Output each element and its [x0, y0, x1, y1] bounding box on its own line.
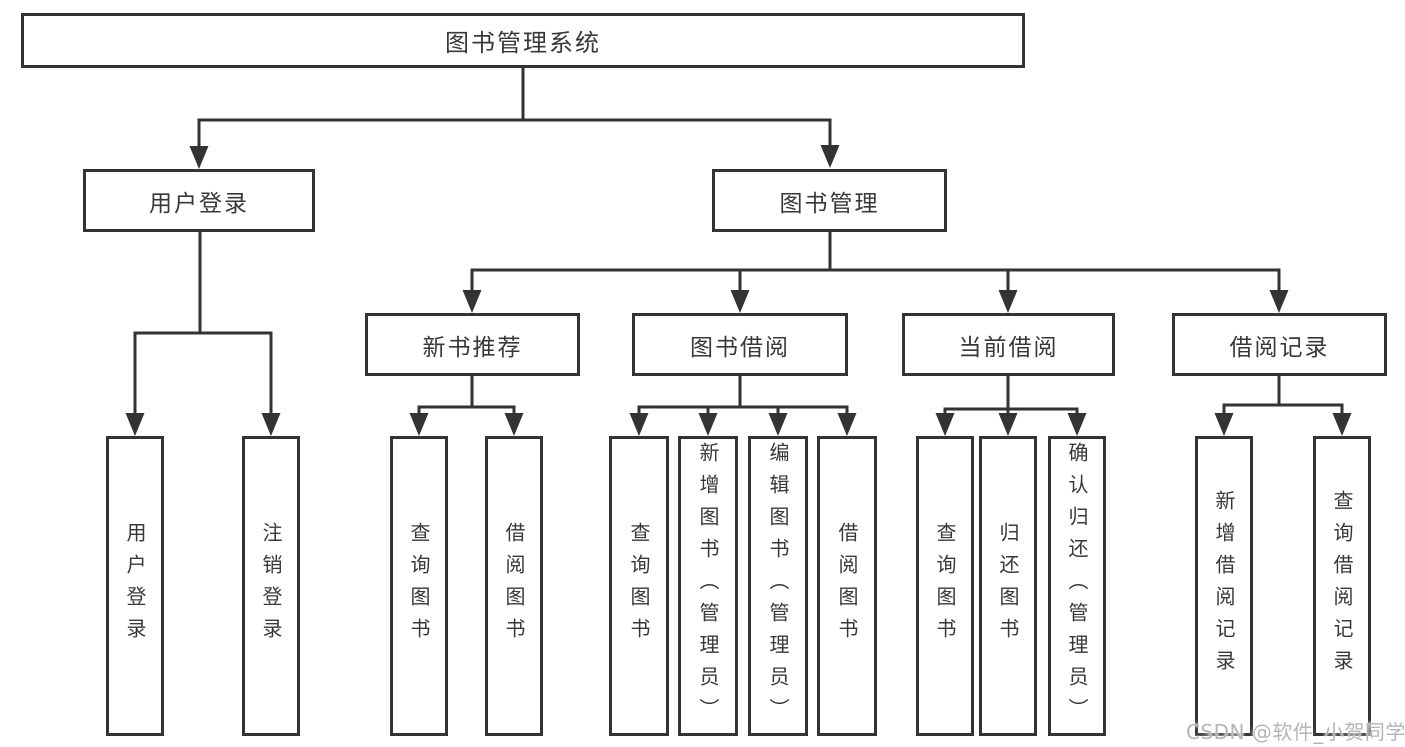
leaf-label: 借阅图书 — [502, 522, 526, 650]
leaf-label: 编辑图书（管理员） — [766, 442, 790, 730]
node-user-login-label: 用户登录 — [149, 190, 249, 217]
node-borrow-record-label: 借阅记录 — [1229, 334, 1330, 361]
leaf-new-book-0: 查询图书 — [390, 436, 448, 736]
leaf-book-borrow-2: 编辑图书（管理员） — [748, 436, 808, 736]
node-root: 图书管理系统 — [21, 13, 1025, 68]
node-current-borrow: 当前借阅 — [902, 313, 1115, 376]
leaf-current-borrow-0: 查询图书 — [916, 436, 974, 736]
node-book-borrow: 图书借阅 — [632, 313, 848, 376]
leaf-label: 新增借阅记录 — [1212, 490, 1236, 682]
node-book-mgmt-label: 图书管理 — [779, 190, 880, 217]
leaf-label: 新增图书（管理员） — [696, 442, 720, 730]
node-book-mgmt: 图书管理 — [712, 169, 947, 232]
node-book-borrow-label: 图书借阅 — [690, 334, 790, 361]
watermark: CSDN @软件_小贺同学 — [1186, 720, 1405, 744]
leaf-current-borrow-1: 归还图书 — [979, 436, 1037, 736]
leaf-user-login-1: 注销登录 — [242, 436, 300, 736]
node-current-borrow-label: 当前借阅 — [958, 334, 1059, 361]
leaf-current-borrow-2: 确认归还（管理员） — [1048, 436, 1106, 736]
node-new-book-label: 新书推荐 — [422, 334, 523, 361]
leaf-borrow-record-1: 查询借阅记录 — [1313, 436, 1371, 736]
node-borrow-record: 借阅记录 — [1172, 313, 1387, 376]
leaf-label: 注销登录 — [259, 522, 283, 650]
leaf-new-book-1: 借阅图书 — [485, 436, 543, 736]
leaf-book-borrow-0: 查询图书 — [609, 436, 669, 736]
leaf-label: 查询借阅记录 — [1330, 490, 1354, 682]
leaf-user-login-0: 用户登录 — [106, 436, 164, 736]
node-user-login: 用户登录 — [83, 169, 315, 232]
leaf-label: 借阅图书 — [835, 522, 859, 650]
leaf-label: 查询图书 — [627, 522, 651, 650]
node-root-label: 图书管理系统 — [445, 29, 601, 57]
leaf-book-borrow-3: 借阅图书 — [817, 436, 877, 736]
leaf-label: 确认归还（管理员） — [1065, 442, 1089, 730]
leaf-label: 查询图书 — [407, 522, 431, 650]
leaf-borrow-record-0: 新增借阅记录 — [1195, 436, 1253, 736]
leaf-label: 查询图书 — [933, 522, 957, 650]
leaf-label: 用户登录 — [123, 522, 147, 650]
leaf-book-borrow-1: 新增图书（管理员） — [678, 436, 738, 736]
leaf-label: 归还图书 — [996, 522, 1020, 650]
node-new-book: 新书推荐 — [365, 313, 580, 376]
